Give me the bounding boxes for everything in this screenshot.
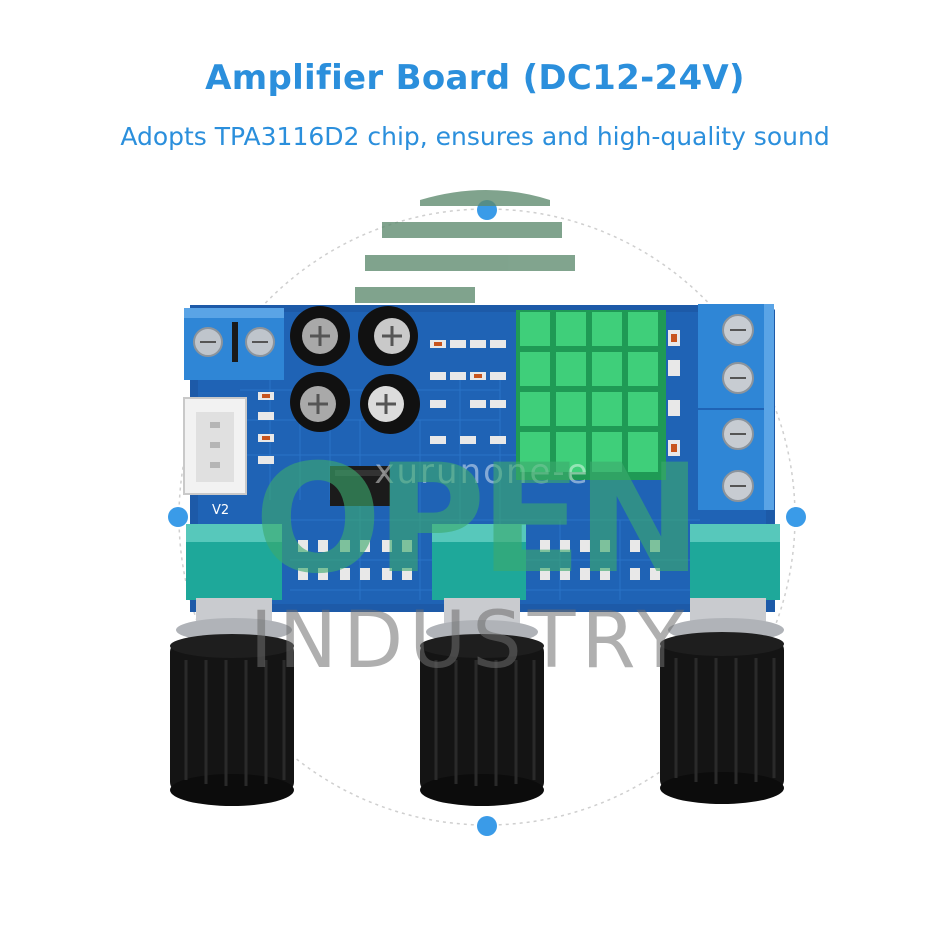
watermark-url: xurunone-e — [374, 452, 590, 492]
watermark-subbrand: INDUSTRY — [249, 596, 691, 686]
watermark-brand: OPEN — [254, 433, 701, 607]
logo-stripes — [355, 190, 575, 303]
page-title: Amplifier Board (DC12-24V) — [205, 58, 745, 98]
knob-center — [420, 598, 544, 806]
knob-right — [660, 598, 784, 804]
audio-connector — [183, 397, 247, 495]
knob-left — [170, 598, 294, 806]
capacitors — [290, 306, 420, 434]
heatsink — [516, 310, 666, 480]
output-terminals — [698, 304, 774, 510]
pot-label: V2 — [212, 503, 229, 518]
potentiometers — [186, 524, 780, 600]
page-subtitle: Adopts TPA3116D2 chip, ensures and high-… — [120, 122, 830, 151]
input-terminal — [184, 308, 284, 380]
